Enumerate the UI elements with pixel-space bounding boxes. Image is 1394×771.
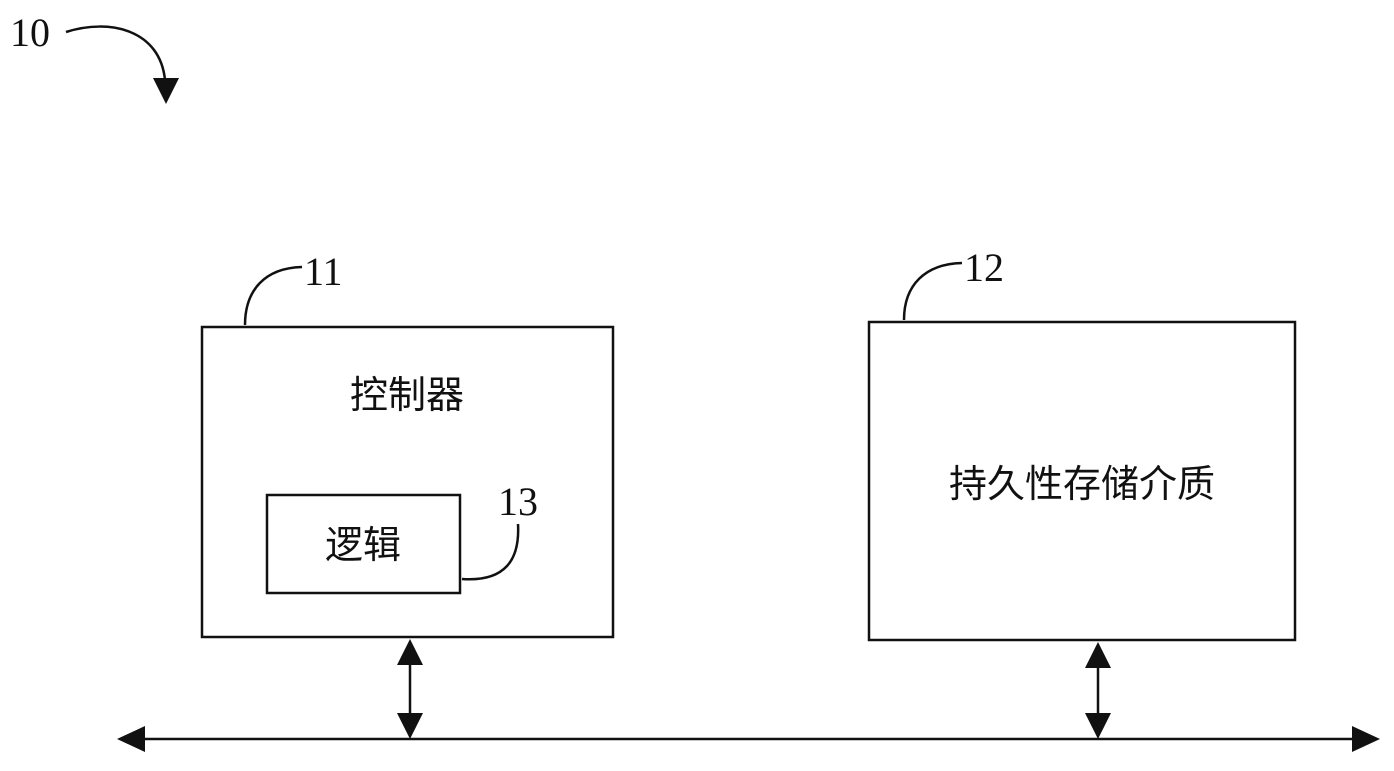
ref-number-storage: 12 <box>964 245 1004 290</box>
bus-arrowhead-left <box>117 726 145 752</box>
logic-label: 逻辑 <box>325 523 401 567</box>
bus-arrowhead-right <box>1352 726 1380 752</box>
controller-connector-arrowhead-up <box>397 639 423 665</box>
logic-leader-line <box>461 523 520 581</box>
persistent-storage-label: 持久性存储介质 <box>949 462 1215 506</box>
controller-connector-arrowhead-down <box>397 713 423 739</box>
controller-label: 控制器 <box>350 373 464 417</box>
logic-block <box>265 493 462 595</box>
system-pointer-arrowhead <box>153 78 179 104</box>
persistent-storage-block <box>867 320 1297 642</box>
controller-leader-line <box>243 265 303 326</box>
storage-connector-arrowhead-down <box>1085 713 1111 739</box>
storage-connector-arrowhead-up <box>1085 642 1111 668</box>
storage-leader-line <box>902 261 963 321</box>
ref-number-system: 10 <box>10 10 50 55</box>
ref-number-controller: 11 <box>304 249 343 294</box>
ref-number-logic: 13 <box>498 479 538 524</box>
system-pointer-curve <box>65 25 167 81</box>
